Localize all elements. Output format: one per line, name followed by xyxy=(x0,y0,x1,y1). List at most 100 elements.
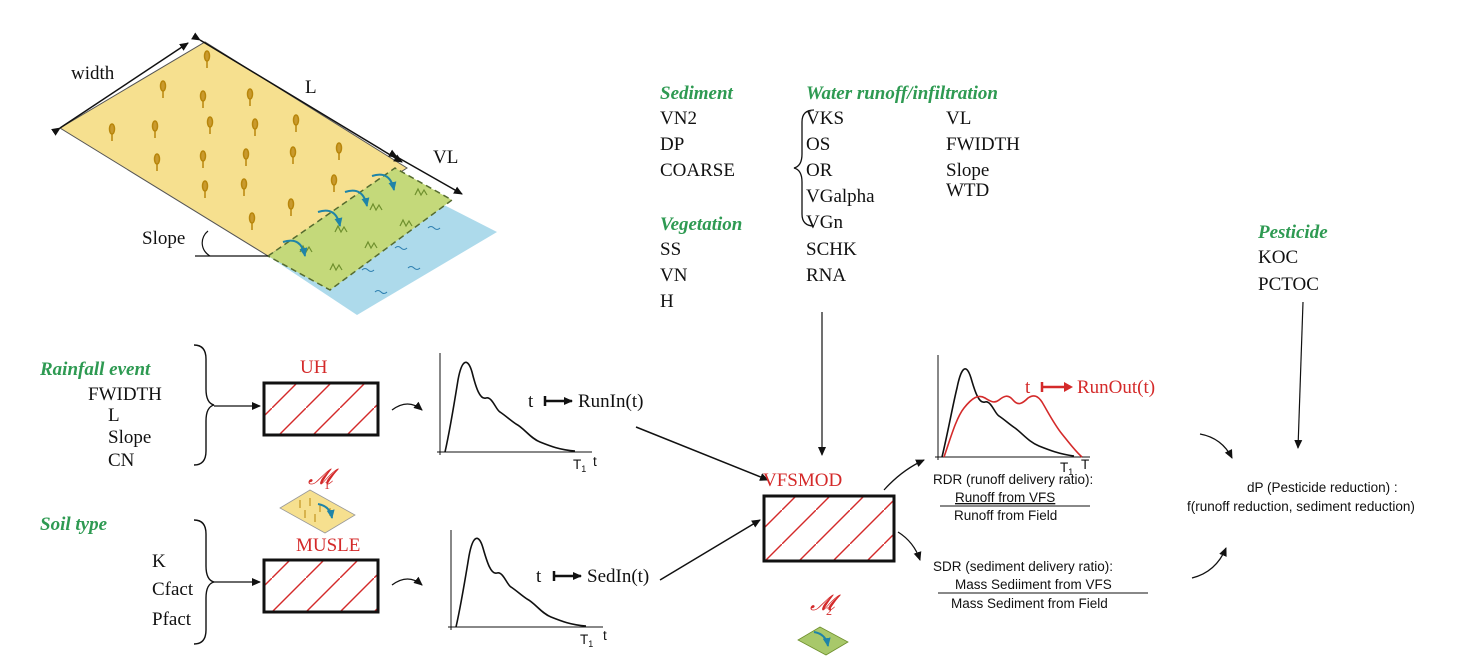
sediment-item-3: COARSE xyxy=(660,160,735,181)
water-heading: Water runoff/infiltration xyxy=(806,83,998,104)
musle-to-graph-arrow xyxy=(391,576,423,586)
sdr-denominator: Mass Sediment from Field xyxy=(951,596,1108,611)
rdr-block: RDR (runoff delivery ratio): Runoff from… xyxy=(933,472,1093,523)
pesticide-to-result-arrow xyxy=(1294,301,1304,449)
width-dimension-arrow xyxy=(51,42,189,136)
runout-label: RunOut(t) xyxy=(1077,377,1155,398)
sedin-graph: T1 t xyxy=(448,530,607,649)
water-col1-item-3: OR xyxy=(806,160,833,181)
sediment-item-2: DP xyxy=(660,134,684,155)
musle-title: MUSLE xyxy=(296,535,360,556)
sedin-t-label: t xyxy=(536,566,542,587)
musle-model-box xyxy=(262,558,380,614)
runout-T-label: T xyxy=(1081,457,1089,472)
water-col1-item-4: VGalpha xyxy=(806,186,875,207)
vl-dimension-arrow xyxy=(388,149,463,195)
pesticide-item-1: KOC xyxy=(1258,247,1298,268)
water-col2-item-1: VL xyxy=(946,108,971,129)
rdr-to-result-arrow xyxy=(1199,433,1233,459)
water-col1-item-2: OS xyxy=(806,134,830,155)
water-col2-item-3: Slope xyxy=(946,160,989,181)
water-group: Water runoff/infiltration VKS OS OR VGal… xyxy=(793,83,1020,286)
water-ripples xyxy=(361,226,441,294)
vegetation-item-1: SS xyxy=(660,239,681,260)
water-col1-item-5: VGn xyxy=(806,212,843,233)
mini-field-icon xyxy=(279,489,356,534)
rdr-numerator: Runoff from VFS xyxy=(955,490,1055,505)
rainfall-item-1: FWIDTH xyxy=(88,384,162,405)
vfsmod-model-box xyxy=(762,494,896,563)
vegetative-filter-strip xyxy=(266,167,454,291)
water-col1-item-6: SCHK xyxy=(806,239,857,260)
rainfall-heading: Rainfall event xyxy=(39,359,151,380)
water-col1-item-7: RNA xyxy=(806,265,846,286)
vfsmod-title: VFSMOD xyxy=(763,470,842,491)
sdr-block: SDR (sediment delivery ratio): Mass Sedi… xyxy=(933,559,1148,611)
vegetation-item-2: VN xyxy=(660,265,688,286)
result-line-1: dP (Pesticide reduction) : xyxy=(1247,480,1398,495)
rainfall-group: Rainfall event FWIDTH L Slope CN xyxy=(39,344,215,471)
sdr-to-result-arrow xyxy=(1191,547,1227,579)
sedin-T1-label: T1 xyxy=(580,632,593,649)
uh-title: UH xyxy=(300,357,328,378)
rainfall-brace xyxy=(193,344,215,466)
runin-T1-label: T1 xyxy=(573,457,586,474)
runout-T1-label: T1 xyxy=(1060,460,1073,477)
runin-t-label: t xyxy=(528,391,534,412)
runin-t-axis-label: t xyxy=(593,454,597,469)
result-line-2: f(runoff reduction, sediment reduction) xyxy=(1187,499,1415,514)
field-illustration: width L VL Slope xyxy=(51,32,497,315)
soil-item-3: Pfact xyxy=(152,609,192,630)
mini-strip-icon xyxy=(797,626,849,656)
rainfall-item-3: Slope xyxy=(108,427,151,448)
length-label: L xyxy=(305,77,317,98)
vl-label: VL xyxy=(433,147,458,168)
vegetation-group: Vegetation SS VN H xyxy=(660,214,742,312)
sedin-t-axis-label: t xyxy=(603,628,607,643)
soil-brace xyxy=(193,519,215,645)
slope-angle-arc xyxy=(201,230,211,257)
sediment-item-1: VN2 xyxy=(660,108,697,129)
water-col1-item-1: VKS xyxy=(806,108,844,129)
pesticide-heading: Pesticide xyxy=(1257,222,1328,243)
water-col2-item-4: WTD xyxy=(946,180,989,201)
water-brace xyxy=(793,109,815,227)
uh-model-box xyxy=(262,381,380,437)
m2-subscript: 2 xyxy=(826,604,832,618)
sdr-title: SDR (sediment delivery ratio): xyxy=(933,559,1113,574)
sediment-group: Sediment VN2 DP COARSE xyxy=(660,83,735,181)
vfsmod-to-sdr-arrow xyxy=(897,531,922,561)
runin-graph: T1 t xyxy=(437,353,597,474)
soil-item-1: K xyxy=(152,551,166,572)
runout-graph: T1 T xyxy=(935,355,1090,477)
soil-group: Soil type K Cfact Pfact xyxy=(40,514,215,645)
sedin-to-vfsmod-arrow xyxy=(659,519,761,581)
sedin-curve xyxy=(455,537,587,628)
soil-heading: Soil type xyxy=(40,514,108,535)
runin-reference-curve xyxy=(941,368,1075,458)
soil-item-2: Cfact xyxy=(152,579,194,600)
vfsmod-to-runout-arrow xyxy=(883,459,925,491)
pesticide-group: Pesticide KOC PCTOC xyxy=(1257,222,1328,295)
vegetation-heading: Vegetation xyxy=(660,214,742,235)
water-col2-item-2: FWIDTH xyxy=(946,134,1020,155)
rainfall-item-4: CN xyxy=(108,450,135,471)
runout-curve xyxy=(943,395,1083,458)
sediment-heading: Sediment xyxy=(660,83,734,104)
width-label: width xyxy=(71,63,115,84)
sedin-label: SedIn(t) xyxy=(587,566,649,587)
rdr-denominator: Runoff from Field xyxy=(954,508,1057,523)
rdr-title: RDR (runoff delivery ratio): xyxy=(933,472,1093,487)
runin-label: RunIn(t) xyxy=(578,391,643,412)
length-dimension-arrow xyxy=(191,32,403,163)
rainfall-item-2: L xyxy=(108,405,120,426)
runin-curve xyxy=(444,361,576,453)
vegetation-item-3: H xyxy=(660,291,674,312)
runin-to-vfsmod-arrow xyxy=(635,426,769,481)
runout-t-label: t xyxy=(1025,377,1031,398)
uh-to-graph-arrow xyxy=(391,401,423,411)
sdr-numerator: Mass Sediiment from VFS xyxy=(955,577,1112,592)
m1-subscript: 1 xyxy=(324,478,330,492)
